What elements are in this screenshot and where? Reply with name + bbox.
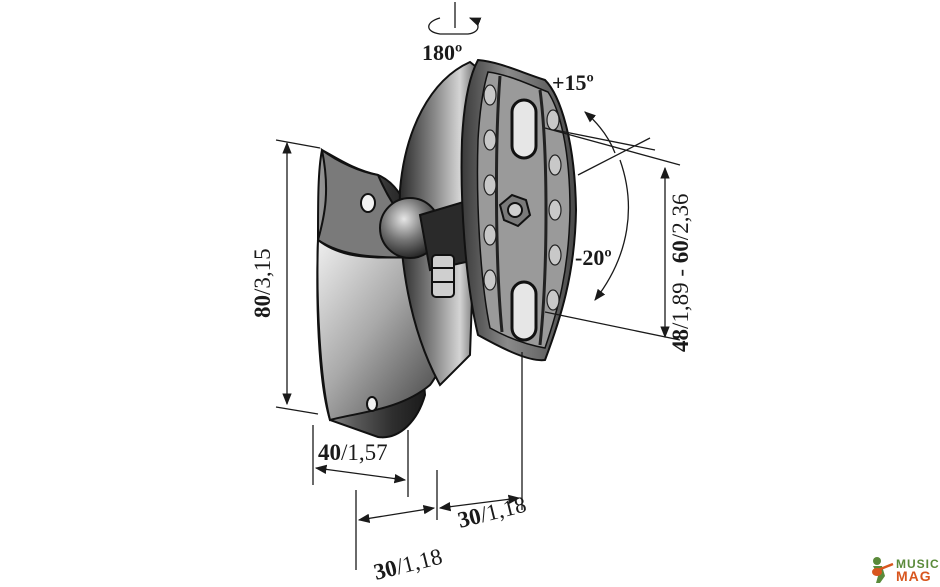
offset-left-label: 30/1,18 <box>371 544 445 585</box>
base-depth-label: 40/1,57 <box>318 440 388 465</box>
plate-dimension-max-mm: 60 <box>668 240 693 263</box>
offset-right-label: 30/1,18 <box>455 492 529 533</box>
plate-dimension-min-in: /1,89 - <box>668 263 693 329</box>
offset-right-in: /1,18 <box>477 492 528 528</box>
guitarist-logo-icon <box>872 557 894 583</box>
base-screw-hole-top <box>360 193 376 213</box>
height-dimension-in: /3,15 <box>250 248 275 295</box>
tilt-up-label: +15º <box>552 70 594 95</box>
base-depth-mm: 40 <box>318 440 341 465</box>
base-screw-hole-bottom <box>366 396 378 412</box>
plate-ribs <box>483 84 562 311</box>
offset-left-in: /1,18 <box>393 544 444 580</box>
height-dimension-mm: 80 <box>250 295 275 318</box>
tilt-down-label: -20º <box>575 245 612 270</box>
plate-slot-top <box>510 98 538 160</box>
plate-slot-bottom <box>510 280 538 342</box>
bracket-artwork <box>316 58 578 439</box>
watermark-line1: MUSIC <box>896 557 940 571</box>
joint-collar <box>431 254 455 298</box>
rotation-label: 180º <box>422 40 462 65</box>
plate-dimension-max-in: /2,36 <box>668 194 693 241</box>
musicmag-watermark: MUSIC MAG <box>866 555 939 585</box>
plate-dimension-min-mm: 48 <box>668 329 693 352</box>
base-depth-in: /1,57 <box>341 440 388 465</box>
dimension-lines <box>275 2 681 570</box>
watermark-line2: MAG <box>896 568 932 584</box>
height-dimension-label: 80/3,15 <box>250 248 275 318</box>
plate-dimension-label: 48/1,89 - 60/2,36 <box>668 194 693 352</box>
